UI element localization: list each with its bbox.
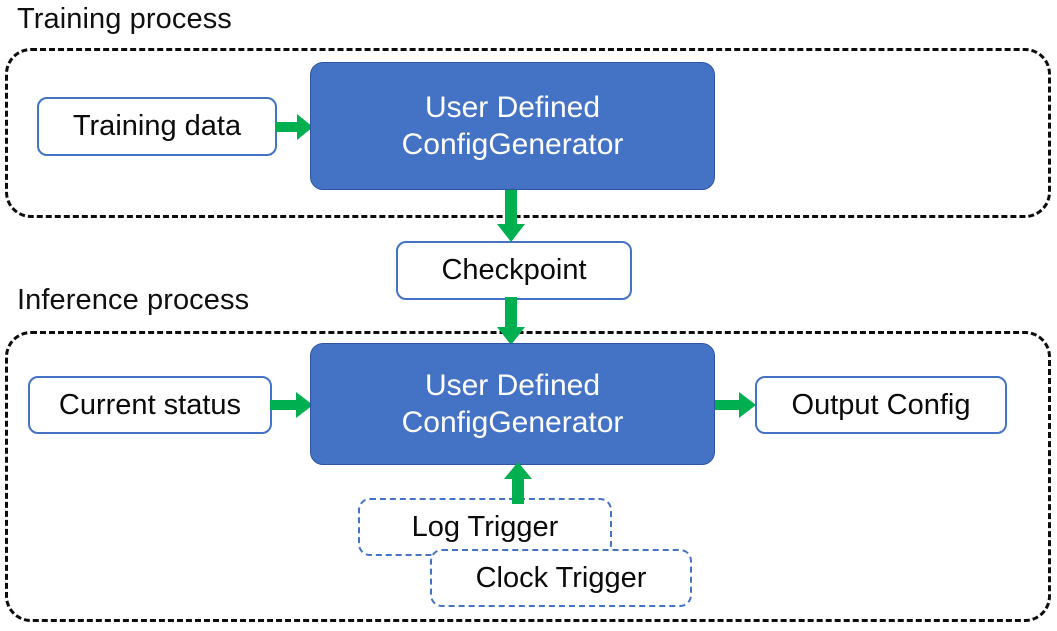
inference-process-group xyxy=(5,331,1051,622)
training-process-group xyxy=(5,48,1051,218)
arrow-train-generator-to-checkpoint-icon xyxy=(496,186,526,244)
arrow-training-data-to-generator-icon xyxy=(275,112,315,142)
arrow-current-status-to-infer-generator-icon xyxy=(270,390,315,420)
train-generator-line-1: User Defined xyxy=(424,90,601,124)
training-user-defined-configgenerator-node[interactable]: User Defined ConfigGenerator xyxy=(310,62,715,190)
arrow-checkpoint-to-infer-generator-icon xyxy=(496,297,526,347)
inference-user-defined-configgenerator-node[interactable]: User Defined ConfigGenerator xyxy=(310,343,715,465)
clock-trigger-node[interactable]: Clock Trigger xyxy=(430,549,692,607)
checkpoint-node[interactable]: Checkpoint xyxy=(396,241,632,300)
training-process-title: Training process xyxy=(17,3,232,35)
training-data-node[interactable]: Training data xyxy=(37,97,277,156)
current-status-node[interactable]: Current status xyxy=(28,376,272,434)
infer-generator-line-2: ConfigGenerator xyxy=(401,406,624,439)
arrow-infer-generator-to-output-config-icon xyxy=(713,390,758,420)
log-trigger-node[interactable]: Log Trigger xyxy=(358,498,612,556)
arrow-trigger-to-infer-generator-icon xyxy=(503,462,533,504)
inference-process-title: Inference process xyxy=(17,284,250,316)
infer-generator-line-1: User Defined xyxy=(424,368,601,402)
train-generator-line-2: ConfigGenerator xyxy=(401,128,624,161)
output-config-node[interactable]: Output Config xyxy=(755,376,1007,434)
